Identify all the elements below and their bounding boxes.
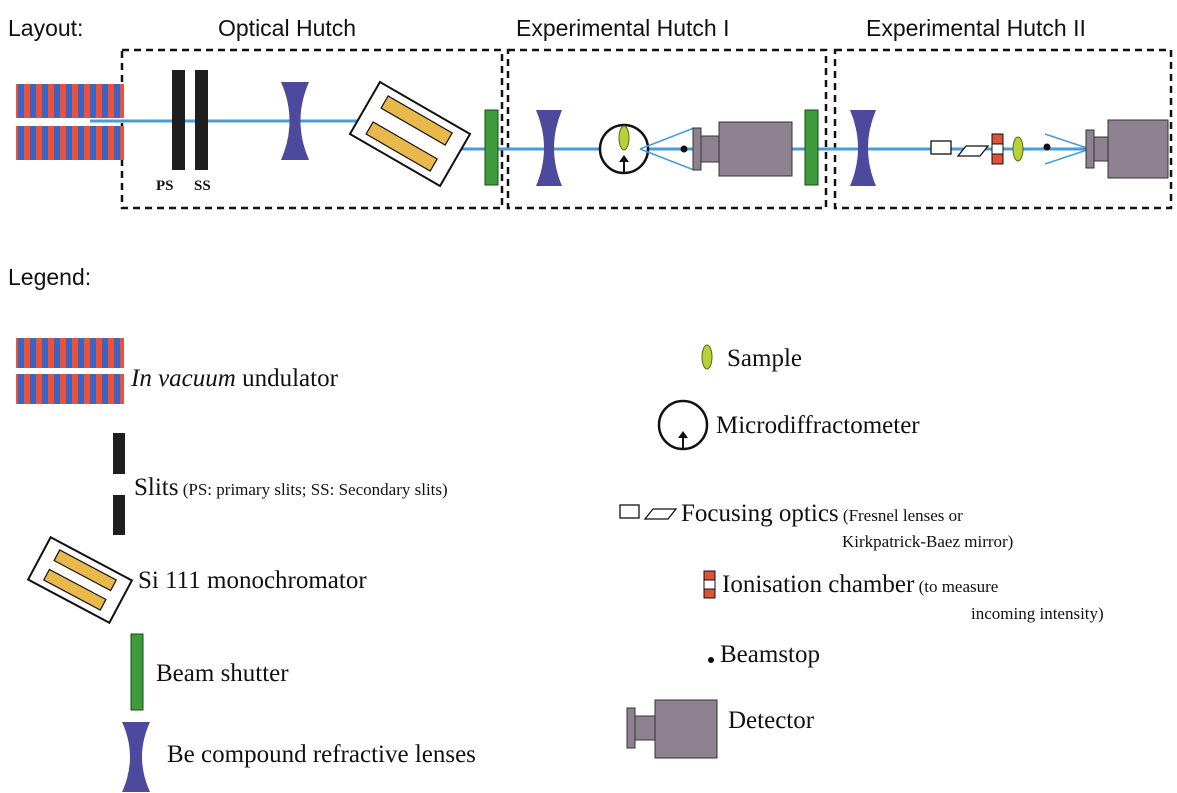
legend-slits-label: Slits (PS: primary slits; SS: Secondary … xyxy=(134,474,448,501)
layout-label: Layout: xyxy=(8,15,83,41)
primary-slits-label: PS xyxy=(156,178,174,194)
legend-monochromator-label: Si 111 monochromator xyxy=(138,567,367,594)
detector-icon xyxy=(692,121,793,177)
legend-undulator-label: In vacuum undulator xyxy=(130,365,339,392)
legend-lens-icon xyxy=(122,722,150,792)
legend-focusing-optics-icon xyxy=(619,504,678,520)
legend-shutter-icon xyxy=(130,633,144,711)
legend-microdiffractometer-icon xyxy=(657,399,709,451)
slits-icon xyxy=(172,70,208,170)
monochromator-icon xyxy=(348,80,472,188)
legend-ionisation-note: incoming intensity) xyxy=(971,604,1104,623)
legend-focusing-label: Focusing optics (Fresnel lenses or xyxy=(681,500,963,527)
beam-shutter-icon xyxy=(804,109,819,186)
legend-detector-label: Detector xyxy=(728,707,815,734)
undulator-icon xyxy=(16,84,124,160)
experimental-hutch-1-label: Experimental Hutch I xyxy=(516,15,729,41)
legend-focusing-note: Kirkpatrick-Baez mirror) xyxy=(842,532,1013,551)
sample-icon xyxy=(1012,136,1024,162)
beamstop-icon xyxy=(1043,143,1051,151)
beamstop-icon xyxy=(680,145,688,153)
legend-monochromator-icon xyxy=(26,535,134,625)
legend-sample-label: Sample xyxy=(727,345,802,372)
refractive-lens-icon xyxy=(850,110,876,186)
beam-shutter-icon xyxy=(484,109,499,186)
legend-ionisation-chamber-icon xyxy=(703,570,716,599)
legend-ionisation-label: Ionisation chamber (to measure xyxy=(722,571,998,598)
sample-icon xyxy=(618,125,630,151)
ionisation-chamber-icon xyxy=(991,133,1004,165)
legend-beamstop-icon xyxy=(708,657,714,663)
optical-hutch-label: Optical Hutch xyxy=(218,15,356,41)
legend-lens-label: Be compound refractive lenses xyxy=(167,741,476,768)
diffracted-beam xyxy=(639,127,695,171)
refractive-lens-icon xyxy=(281,82,309,160)
focusing-optics-icon xyxy=(930,140,990,157)
experimental-hutch-2-box xyxy=(833,48,1173,210)
experimental-hutch-2-label: Experimental Hutch II xyxy=(866,15,1086,41)
refractive-lens-icon xyxy=(536,110,562,186)
legend-detector-icon xyxy=(626,699,718,759)
legend-sample-icon xyxy=(701,344,713,370)
legend-title: Legend: xyxy=(8,264,91,290)
legend-beamstop-label: Beamstop xyxy=(720,641,820,668)
legend-shutter-label: Beam shutter xyxy=(156,660,289,687)
experimental-hutch-1-box xyxy=(506,48,828,210)
legend-undulator-icon xyxy=(16,338,124,404)
legend-microdiffractometer-label: Microdiffractometer xyxy=(716,412,920,439)
secondary-slits-label: SS xyxy=(194,178,211,194)
legend-slits-icon xyxy=(113,433,125,535)
detector-icon xyxy=(1085,119,1169,179)
